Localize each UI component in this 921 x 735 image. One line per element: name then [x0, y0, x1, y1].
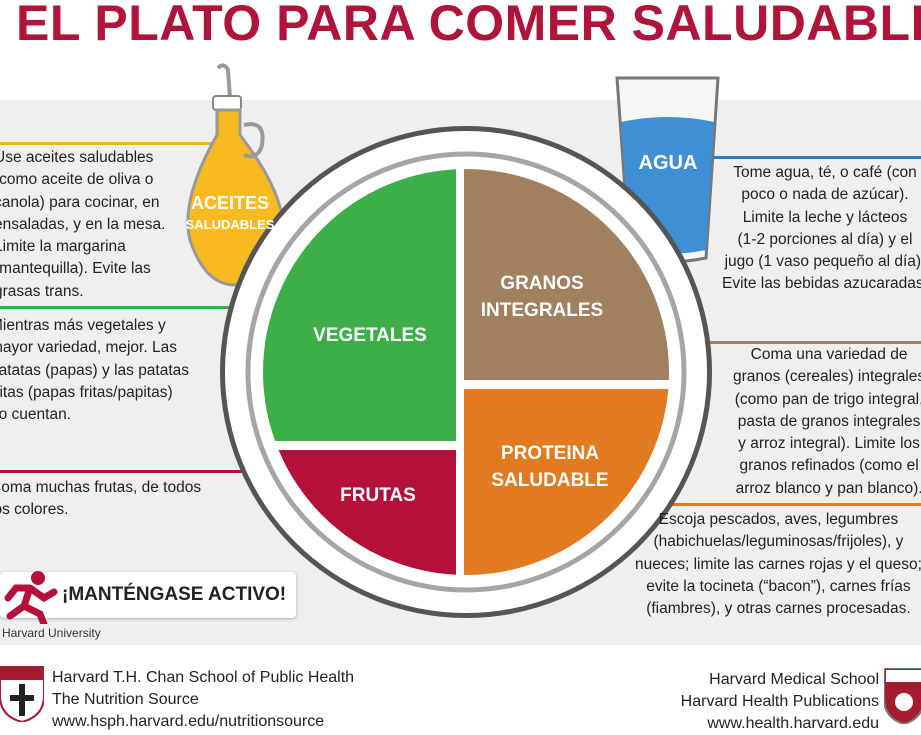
grains-label-line2: INTEGRALES [480, 300, 604, 321]
text-line: granos (cereales) integrales [733, 368, 921, 386]
running-person-icon [4, 571, 58, 624]
text-line: evite la tocineta (“bacon”), carnes fría… [646, 577, 911, 595]
text-line: poco o nada de azúcar). [741, 186, 909, 204]
oil-label: ACEITES SALUDABLES [175, 192, 285, 236]
footer-link[interactable]: www.hsph.harvard.edu/nutritionsource [52, 713, 325, 730]
text-line: (como pan de trigo integral, [734, 390, 921, 408]
page-title: EL PLATO PARA COMER SALUDABLE [16, 0, 921, 51]
plate-illustration [186, 63, 720, 618]
text-line: canola) para cocinar, en [0, 193, 160, 211]
protein-label-line2: SALUDABLE [491, 470, 609, 491]
text-line: (1-2 porciones al día) y el [737, 230, 913, 248]
text-line: Tome agua, té, o café (con [733, 164, 917, 181]
oil-description: Use aceites saludables (como aceite de o… [0, 147, 165, 303]
text-line: (habichuelas/leguminosas/frijoles), y [653, 533, 904, 551]
protein-label: PROTEINA SALUDABLE [470, 440, 630, 494]
protein-label-line1: PROTEINA [500, 443, 600, 464]
fruits-description: Coma muchas frutas, de todos los colores… [0, 477, 201, 522]
text-line: arroz blanco y pan blanco). [735, 479, 921, 497]
text-line: (fiambres), y otras carnes procesadas. [646, 600, 911, 618]
oil-label-line2: SALUDABLES [185, 217, 275, 232]
text-line: Evite las bebidas azucaradas. [722, 275, 921, 293]
grains-line [660, 341, 921, 344]
text-line: grasas trans. [0, 282, 84, 300]
text-line: mayor variedad, mejor. Las [0, 339, 177, 357]
harvard-medical-shield-icon [884, 668, 921, 724]
footer-link[interactable]: www.health.harvard.edu [707, 715, 879, 732]
footer-left: Harvard T.H. Chan School of Public Healt… [52, 667, 354, 733]
text-line: granos refinados (como el [739, 457, 919, 475]
grains-label-line1: GRANOS [500, 273, 584, 294]
fruits-line [0, 470, 280, 473]
text-line: no cuentan. [0, 406, 72, 424]
footer-line: Harvard Medical School [709, 671, 879, 688]
text-line: Mientras más vegetales y [0, 317, 166, 334]
text-line: Coma una variedad de [750, 346, 908, 363]
text-line: nueces; limite las carnes rojas y el que… [635, 555, 921, 573]
footer-line: Harvard Health Publications [680, 693, 879, 710]
text-line: ensaladas, y en la mesa. [0, 215, 166, 233]
text-line: Coma muchas frutas, de todos [0, 479, 202, 496]
water-line [712, 156, 921, 159]
text-line: (como aceite de oliva o [0, 171, 154, 189]
footer-right: Harvard Medical School Harvard Health Pu… [681, 669, 879, 735]
text-line: Escoja pescados, aves, legumbres [658, 511, 899, 528]
footer-line: The Nutrition Source [52, 691, 199, 708]
water-description: Tome agua, té, o café (con poco o nada d… [722, 162, 921, 296]
copyright: Harvard University [2, 626, 101, 640]
vegetables-line [0, 306, 275, 309]
vegetables-label: VEGETALES [313, 325, 427, 346]
oil-line [0, 142, 215, 145]
text-line: jugo (1 vaso pequeño al día). [724, 253, 921, 271]
text-line: fritas (papas fritas/papitas) [0, 383, 173, 401]
footer-line: Harvard T.H. Chan School of Public Healt… [52, 669, 355, 686]
text-line: (mantequilla). Evite las [0, 260, 151, 278]
water-label: AGUA [638, 152, 698, 174]
text-line: Use aceites saludables [0, 149, 154, 166]
stay-active-label: ¡MANTÉNGASE ACTIVO! [62, 584, 287, 605]
oil-label-line1: ACEITES [190, 193, 269, 213]
text-line: Limite la margarina [0, 238, 126, 256]
text-line: y arroz integral). Limite los [738, 435, 920, 453]
vegetables-description: Mientras más vegetales y mayor variedad,… [0, 315, 189, 426]
fruits-label: FRUTAS [340, 485, 416, 506]
text-line: Limite la leche y lácteos [742, 208, 908, 226]
text-line: patatas (papas) y las patatas [0, 361, 190, 379]
protein-line [660, 503, 921, 506]
text-line: los colores. [0, 501, 69, 519]
grains-label: GRANOS INTEGRALES [462, 270, 622, 324]
harvard-chan-shield-icon [0, 666, 44, 722]
protein-description: Escoja pescados, aves, legumbres (habich… [635, 509, 921, 620]
grains-description: Coma una variedad de granos (cereales) i… [733, 344, 921, 500]
text-line: pasta de granos integrales [737, 412, 921, 430]
